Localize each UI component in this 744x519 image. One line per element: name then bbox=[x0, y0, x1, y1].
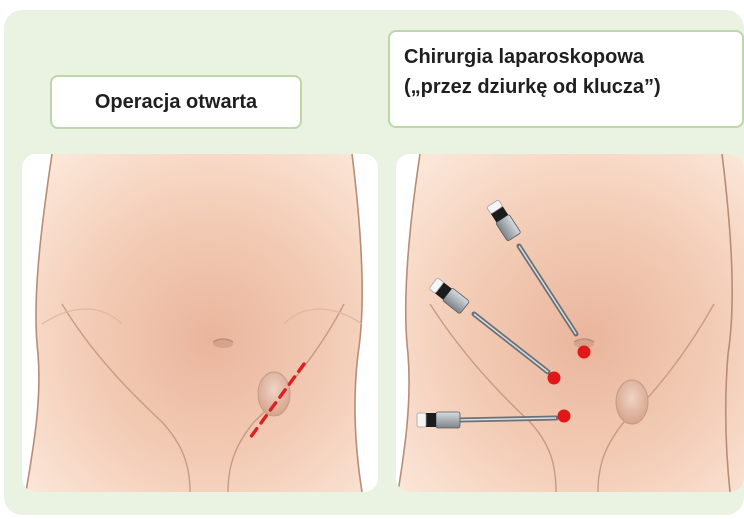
laparoscopic-title-line1: Chirurgia laparoskopowa bbox=[404, 42, 742, 72]
hip-bulge bbox=[258, 372, 290, 416]
port-dot-middle bbox=[548, 372, 561, 385]
open-abdomen-svg bbox=[22, 154, 378, 492]
hip-bulge bbox=[616, 380, 648, 424]
open-surgery-label: Operacja otwarta bbox=[50, 75, 302, 129]
laparoscopic-surgery-label: Chirurgia laparoskopowa („przez dziurkę … bbox=[388, 30, 744, 128]
torso-skin bbox=[26, 154, 362, 492]
port-dot-lower bbox=[558, 410, 571, 423]
port-dot-navel bbox=[578, 346, 591, 359]
laparoscopic-title-line2: („przez dziurkę od klucza”) bbox=[404, 72, 742, 102]
laparoscopic-abdomen-svg bbox=[396, 154, 744, 492]
open-surgery-illustration bbox=[22, 154, 378, 492]
laparoscopic-illustration bbox=[396, 154, 744, 492]
open-surgery-text: Operacja otwarta bbox=[95, 91, 257, 113]
